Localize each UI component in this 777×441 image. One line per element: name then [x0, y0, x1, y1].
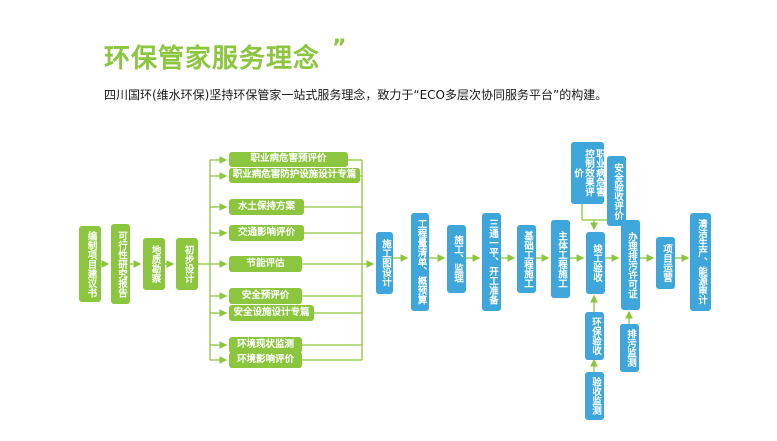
branch-safety-pre-eval: 安全预评价	[229, 288, 302, 304]
stage-geology-survey: 地质勘察	[143, 238, 165, 290]
stage-project-operation: 项目运营	[656, 237, 675, 289]
branch-soil-water-plan: 水土保持方案	[229, 199, 304, 215]
branch-occupational-pre-eval: 职业病危害预评价	[229, 152, 348, 167]
page-title: 环保管家服务理念	[104, 44, 321, 74]
branch-energy-assessment: 节能评估	[229, 256, 302, 272]
acceptance-monitoring: 验收监测	[585, 372, 604, 420]
stage-completion-acceptance: 竣工验收	[586, 232, 605, 294]
acceptance-safety: 安全验收评价	[607, 156, 626, 226]
stage-proposal: 编制项目建议书	[79, 226, 101, 302]
title-quote-mark: ”	[332, 36, 347, 61]
stage-feasibility: 可行性研究报告	[111, 224, 130, 304]
stage-site-prep: 三通一平、开工准备	[482, 213, 501, 311]
stage-preliminary-design: 初步设计	[176, 238, 198, 290]
branch-env-impact-eval: 环境影响评价	[229, 352, 302, 368]
stage-construction-drawing: 施工图设计	[376, 232, 393, 294]
stage-foundation-works: 基础工程施工	[517, 225, 536, 293]
stage-cleaner-production-audit: 清洁生产、能源审计	[690, 213, 711, 311]
branch-occupational-protection-design: 职业病危害防护设施设计专篇	[229, 168, 360, 183]
stage-construction-supervision: 施工、监理	[447, 225, 466, 293]
stage-bill-of-quantities: 工程量清单、概预算	[411, 213, 429, 311]
stage-main-works: 主体工程施工	[551, 220, 570, 298]
acceptance-occupational-control: 职业病危害控制效果评价	[571, 142, 605, 204]
acceptance-environmental: 环保验收	[585, 312, 604, 360]
branch-env-status-monitoring: 环境现状监测	[229, 337, 302, 353]
branch-traffic-impact: 交通影响评价	[229, 225, 304, 241]
stage-discharge-permit: 办理排污许可证	[621, 220, 640, 310]
page-subtitle: 四川国环(维水环保)坚持环保管家一站式服务理念，致力于“ECO多层次协同服务平台…	[104, 88, 608, 102]
discharge-monitoring: 排污监测	[620, 324, 639, 372]
branch-safety-facility-design: 安全设施设计专篇	[229, 305, 314, 321]
